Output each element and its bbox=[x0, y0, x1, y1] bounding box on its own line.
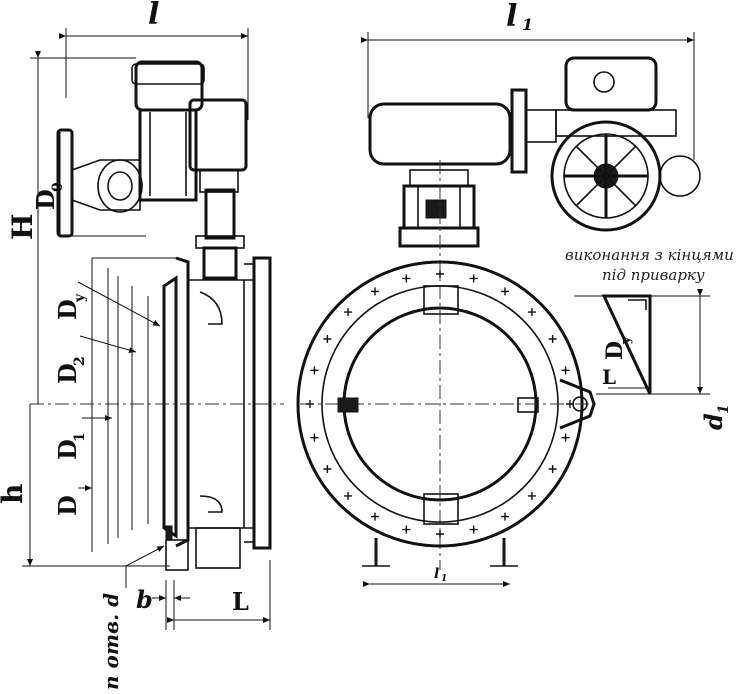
bolt-hole-mark bbox=[344, 308, 353, 317]
label-D1: D bbox=[53, 439, 82, 460]
holes-leader bbox=[125, 545, 165, 588]
bolt-hole-mark bbox=[402, 274, 411, 283]
detail-note-line2: під приварку bbox=[602, 266, 705, 284]
dimension-l1 bbox=[361, 32, 695, 160]
bolt-hole-mark bbox=[323, 465, 332, 473]
detail-note-line1: виконання з кінцями bbox=[565, 246, 734, 264]
label-l2: l bbox=[434, 566, 439, 582]
bolt-hole-mark bbox=[566, 400, 574, 408]
bolt-hole-mark bbox=[527, 308, 536, 317]
label-D2: D bbox=[53, 363, 82, 384]
valve-flange bbox=[296, 260, 596, 587]
dimension-b-L bbox=[152, 560, 271, 630]
bolt-hole-mark bbox=[501, 287, 509, 296]
bolt-hole-mark bbox=[469, 274, 478, 283]
bolt-hole-mark bbox=[402, 525, 411, 534]
bolt-hole-mark bbox=[371, 287, 379, 296]
gearbox-neck bbox=[398, 160, 480, 570]
label-b: b bbox=[136, 585, 153, 614]
detail-label-L: L bbox=[602, 365, 616, 389]
bolt-hole-mark bbox=[306, 400, 314, 408]
front-view bbox=[296, 32, 701, 587]
bolt-hole-mark bbox=[371, 512, 379, 521]
label-l1-sub: 1 bbox=[522, 15, 533, 34]
handwheel-front bbox=[550, 120, 701, 232]
detail-label-d1-sub: 1 bbox=[716, 404, 732, 414]
label-L: L bbox=[232, 587, 249, 616]
label-h: h bbox=[0, 484, 29, 504]
label-Dy: D bbox=[53, 299, 82, 320]
bolt-hole-mark bbox=[561, 366, 570, 375]
bolt-hole-mark bbox=[436, 530, 444, 538]
bolt-hole-mark bbox=[469, 525, 478, 534]
handwheel-side bbox=[56, 128, 146, 238]
bolt-hole-mark bbox=[527, 491, 536, 500]
stem-column bbox=[195, 188, 245, 280]
label-Dy-sub: y bbox=[72, 293, 88, 303]
dimension-l bbox=[59, 28, 249, 120]
actuator-front bbox=[368, 56, 677, 174]
label-l2-sub: 1 bbox=[441, 574, 447, 584]
bolt-holes bbox=[306, 270, 574, 538]
valve-body-side bbox=[30, 256, 284, 571]
bolt-hole-mark bbox=[323, 335, 332, 343]
label-D: D bbox=[53, 495, 82, 516]
label-l1: l bbox=[506, 0, 517, 34]
diameter-leaders bbox=[77, 257, 176, 552]
bolt-hole-mark bbox=[344, 491, 353, 500]
dimension-h bbox=[22, 404, 170, 567]
bolt-hole-mark bbox=[548, 465, 557, 473]
side-view bbox=[22, 28, 284, 630]
label-D2-sub: 2 bbox=[72, 356, 88, 366]
dimension-H bbox=[30, 51, 136, 404]
bolt-hole-mark bbox=[501, 512, 509, 521]
bolt-hole-mark bbox=[548, 335, 557, 343]
label-l: l bbox=[148, 0, 159, 32]
label-D1-sub: 1 bbox=[72, 432, 88, 442]
actuator-motor bbox=[131, 60, 248, 202]
bolt-hole-mark bbox=[310, 433, 319, 442]
weld-detail bbox=[574, 289, 710, 395]
bolt-hole-mark bbox=[561, 433, 570, 442]
label-D0-sub: 0 bbox=[50, 182, 66, 192]
label-D0: D bbox=[31, 189, 60, 210]
labels: l l 1 H D 0 D y D 2 D 1 D h b L n о bbox=[0, 0, 734, 690]
bolt-hole-mark bbox=[436, 270, 444, 278]
detail-label-Dy: D bbox=[602, 341, 628, 360]
detail-label-Dy-sub: y bbox=[619, 336, 634, 345]
bolt-hole-mark bbox=[310, 366, 319, 375]
label-n-holes: n отв. d bbox=[99, 593, 123, 690]
detail-label-d1: d bbox=[699, 413, 728, 430]
label-H: H bbox=[6, 214, 39, 240]
